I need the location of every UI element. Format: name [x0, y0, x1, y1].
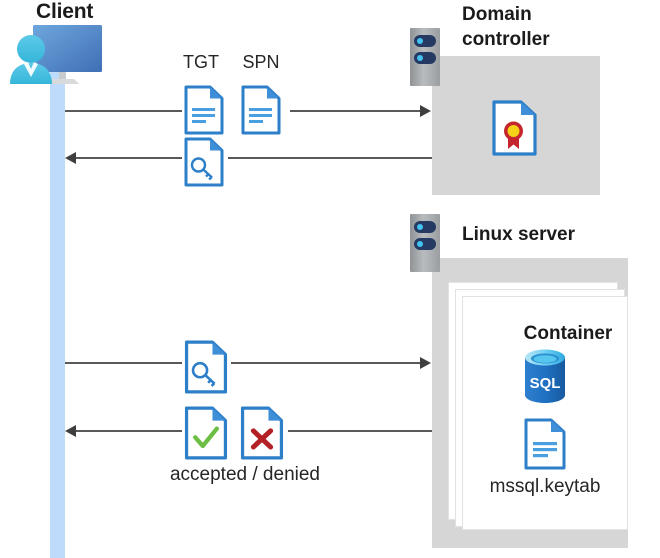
page-title-client: Client — [36, 0, 94, 23]
flow-label-spn: SPN — [242, 52, 280, 72]
rack-bar — [414, 238, 436, 250]
flow-3-line-left — [65, 362, 182, 364]
svg-text:SQL: SQL — [530, 375, 561, 392]
flow-2-arrowhead — [65, 152, 76, 164]
flow-3-line-right — [231, 362, 421, 364]
flow-2-line-left — [76, 157, 182, 159]
denied-document-icon — [240, 406, 284, 460]
title-dc-line2: controller — [462, 29, 550, 50]
container-card-front: Container — [462, 296, 628, 530]
keytab-filename-label: mssql.keytab — [489, 476, 601, 497]
flow-label-tgt: TGT — [183, 52, 219, 72]
spn-document-icon — [241, 85, 281, 135]
title-domain-controller: Domain controller — [462, 2, 642, 52]
server-rack-icon-linux — [410, 214, 440, 272]
title-dc-line1: Domain — [462, 4, 532, 25]
rack-bar — [414, 221, 436, 233]
flow-2-line-right — [228, 157, 432, 159]
flow-3-arrowhead — [420, 357, 431, 369]
container-title: Container — [523, 323, 613, 344]
tgt-document-icon — [184, 85, 224, 135]
server-rack-icon-dc — [410, 28, 440, 86]
keytab-file-icon — [524, 418, 566, 470]
flow-4-line-right — [288, 430, 432, 432]
title-linux-server: Linux server — [462, 224, 575, 245]
flow-1-line-right — [290, 110, 421, 112]
flow-label-accepted-denied: accepted / denied — [169, 464, 320, 485]
accepted-document-icon — [184, 406, 228, 460]
service-ticket-key-icon — [184, 137, 224, 187]
rack-bar — [414, 52, 436, 64]
flow-1-arrowhead — [420, 105, 431, 117]
sql-database-icon: SQL — [521, 348, 569, 404]
user-monitor-icon — [8, 22, 106, 97]
rack-bar — [414, 35, 436, 47]
flow-4-line-left — [76, 430, 182, 432]
flow-4-arrowhead — [65, 425, 76, 437]
service-ticket-key-icon — [184, 340, 228, 394]
flow-1-line-left — [65, 110, 182, 112]
client-lifeline — [50, 60, 65, 558]
certificate-icon — [492, 100, 537, 156]
